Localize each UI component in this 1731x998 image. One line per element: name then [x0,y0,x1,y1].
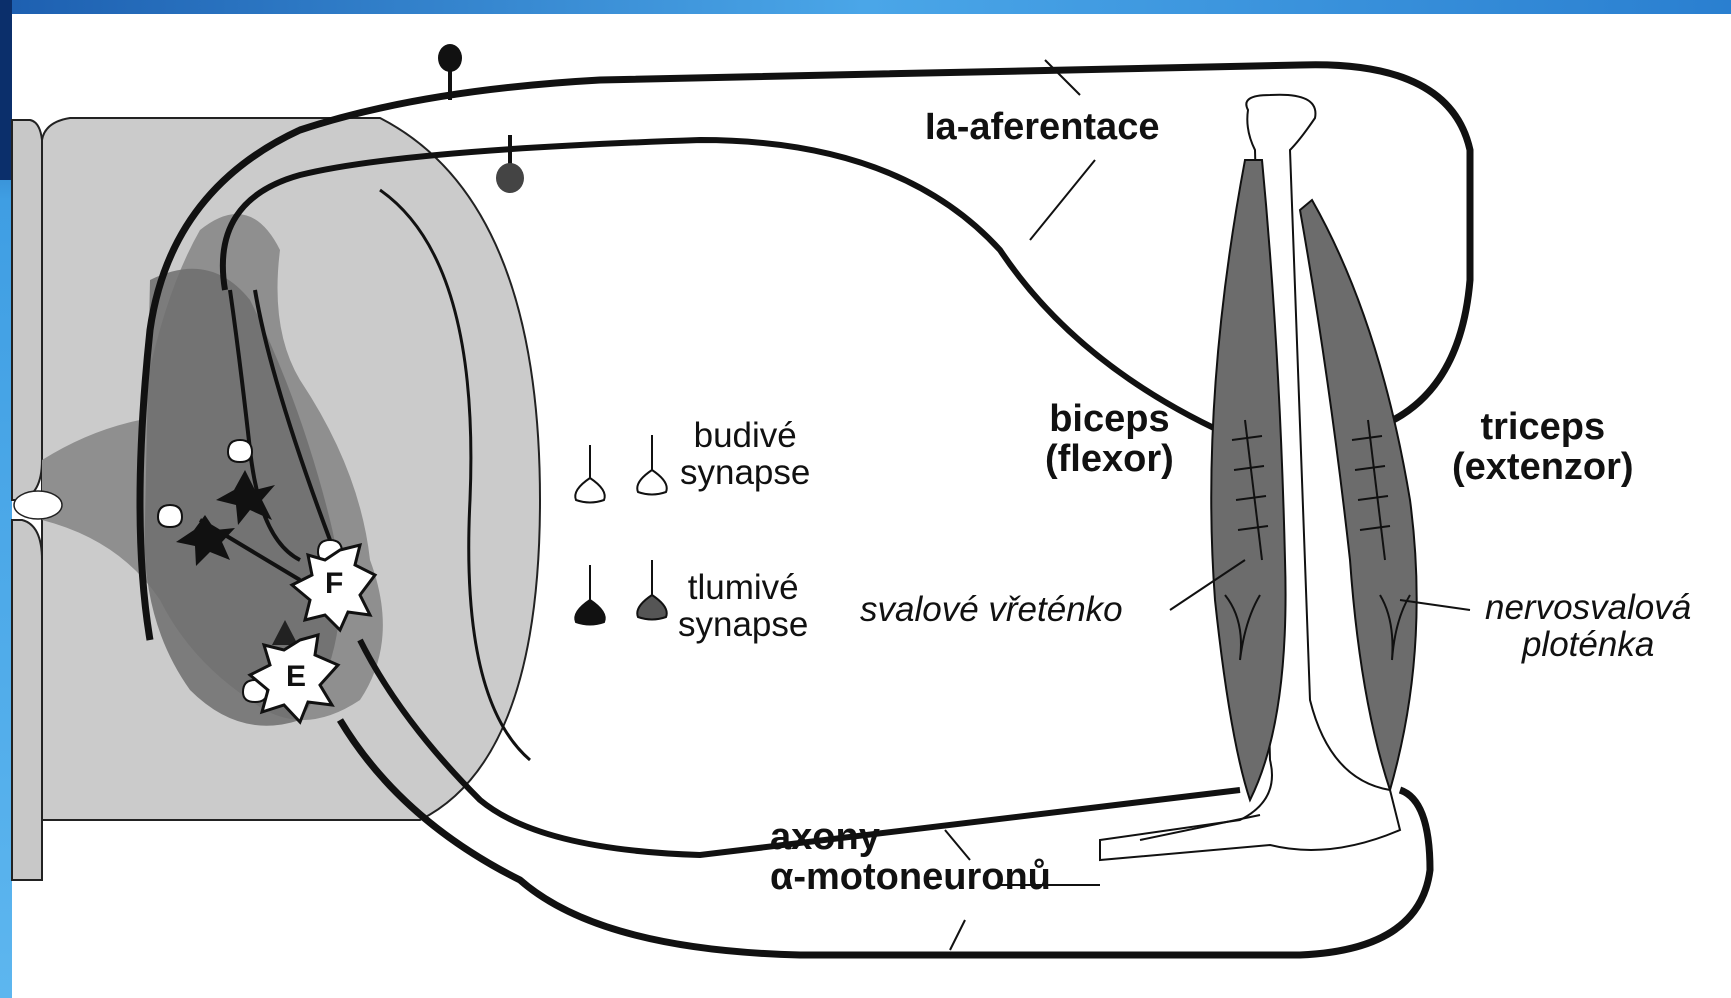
inhibitory-synapse-label: tlumivé synapse [678,570,808,644]
excitatory-line1: budivé [680,418,810,455]
ia-afferentation-label: Ia-aferentace [925,108,1159,148]
endplate-line2: ploténka [1485,627,1691,664]
leader-axons-down [950,920,965,950]
inhibitory-synapse-icon [575,560,666,625]
axons-label: axony α-motoneuronů [770,818,1051,898]
biceps-name: biceps [1045,400,1174,440]
biceps-label: biceps (flexor) [1045,400,1174,480]
triceps-label: triceps (extenzor) [1452,408,1634,488]
excitatory-synapse-icon [575,435,666,503]
axons-line1: axony [770,818,1051,858]
biceps-role: (flexor) [1045,440,1174,480]
central-canal [14,491,62,519]
leader-ia-top [1045,60,1080,95]
neuron-f-label: F [325,567,343,601]
muscle-spindle-label: svalové vřeténko [860,592,1123,629]
inhibitory-line2: synapse [678,607,808,644]
spinal-cord-section [12,118,540,880]
ganglion-cell-2 [496,135,524,193]
axons-line2: α-motoneuronů [770,858,1051,898]
slide-top-border [0,0,1731,14]
slide-dark-corner [0,0,12,180]
inhibitory-line1: tlumivé [678,570,808,607]
triceps-name: triceps [1452,408,1634,448]
excitatory-line2: synapse [680,455,810,492]
endplate-label: nervosvalová ploténka [1485,590,1691,664]
leader-ia [1030,160,1095,240]
triceps-role: (extenzor) [1452,448,1634,488]
triceps-muscle [1300,200,1417,790]
endplate-line1: nervosvalová [1485,590,1691,627]
excitatory-synapse-label: budivé synapse [680,418,810,492]
neuron-e-label: E [286,660,306,694]
